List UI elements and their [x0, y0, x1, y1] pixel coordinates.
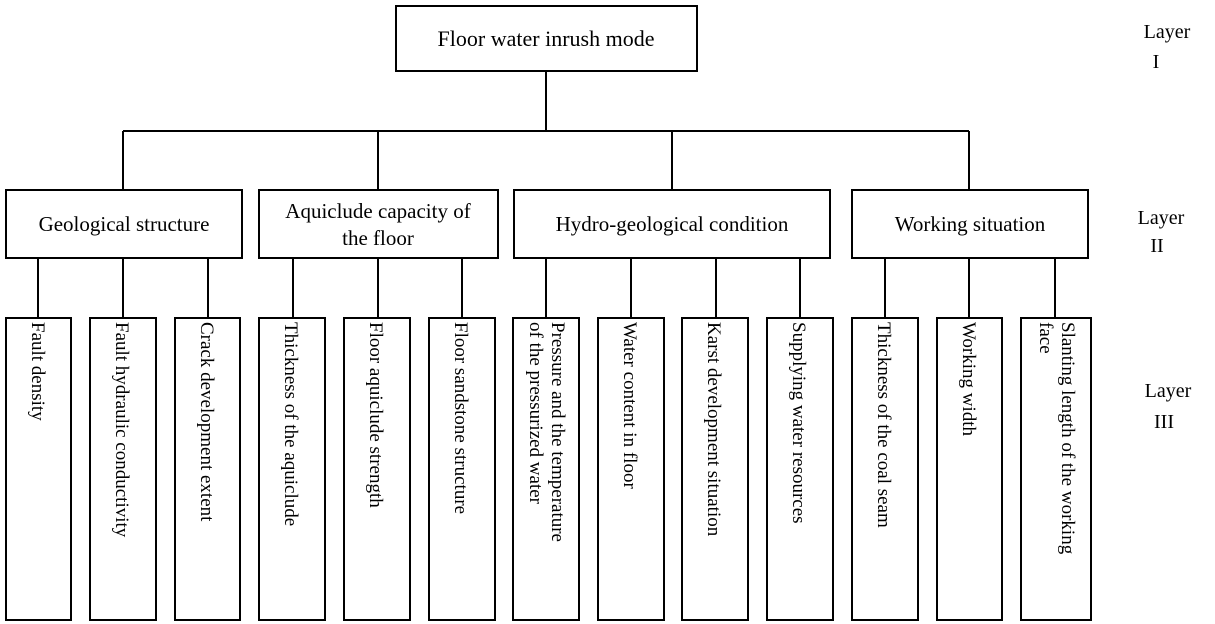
leaf-label: face — [1035, 322, 1056, 354]
leaf-box — [174, 317, 241, 621]
layer-label: Layer — [1144, 21, 1191, 43]
leaf-box — [428, 317, 496, 621]
layer-label: II — [1150, 235, 1163, 257]
leaf-nodes: Fault density Fault hydraulic conductivi… — [5, 317, 1092, 621]
layer-label: I — [1153, 51, 1160, 73]
category-box — [5, 189, 243, 259]
leaf-node: Supplying water resources — [766, 317, 834, 621]
leaf-box — [343, 317, 411, 621]
leaf-label: Supplying water resources — [788, 322, 809, 524]
leaf-label: Fault hydraulic conductivity — [111, 322, 132, 538]
leaf-node: Floor aquiclude strength — [343, 317, 411, 621]
leaf-box — [512, 317, 580, 621]
leaf-box — [5, 317, 72, 621]
category-box — [258, 189, 499, 259]
leaf-label: Fault density — [27, 322, 48, 421]
category-node: Working situation — [851, 189, 1089, 259]
leaf-box — [681, 317, 749, 621]
leaf-label: Thickness of the aquiclude — [280, 322, 301, 526]
leaf-label: Pressure and the temperature — [547, 322, 568, 542]
leaf-label: of the pressurized water — [525, 322, 546, 505]
leaf-node: Karst development situation — [681, 317, 749, 621]
root-label: Floor water inrush mode — [438, 26, 655, 51]
category-nodes: Geological structure Aquiclude capacity … — [5, 189, 1089, 259]
category-label: Working situation — [895, 212, 1046, 236]
leaf-label: Thickness of the coal seam — [873, 322, 894, 528]
leaf-label: Crack development extent — [196, 322, 217, 522]
leaf-box — [766, 317, 834, 621]
leaf-node: Working width — [936, 317, 1003, 621]
leaf-node: Thickness of the coal seam — [851, 317, 919, 621]
leaf-node: Fault density — [5, 317, 72, 621]
leaf-label: Floor aquiclude strength — [365, 322, 386, 508]
category-box — [851, 189, 1089, 259]
leaf-node: Fault hydraulic conductivity — [89, 317, 157, 621]
leaf-label: Slanting length of the working — [1057, 322, 1078, 555]
leaf-node: Slanting length of the working face — [1020, 317, 1092, 621]
leaf-label: Water content in floor — [619, 322, 640, 489]
category-node: Hydro-geological condition — [513, 189, 831, 259]
leaf-box — [597, 317, 665, 621]
leaf-label: Karst development situation — [703, 322, 724, 537]
connectors — [37, 71, 1056, 318]
leaf-node: Floor sandstone structure — [428, 317, 496, 621]
leaf-box — [258, 317, 326, 621]
leaf-box — [1020, 317, 1092, 621]
leaf-node: Thickness of the aquiclude — [258, 317, 326, 621]
root-node: Floor water inrush mode — [395, 5, 698, 72]
layer-label: Layer — [1138, 207, 1185, 229]
layer-labels: Layer I Layer II Layer III — [1138, 21, 1192, 433]
leaf-box — [851, 317, 919, 621]
category-node: Aquiclude capacity of the floor — [258, 189, 499, 259]
category-node: Geological structure — [5, 189, 243, 259]
leaf-box — [936, 317, 1003, 621]
leaf-label: Working width — [958, 322, 979, 437]
layer-label: III — [1154, 411, 1174, 433]
root-box — [395, 5, 698, 72]
layer-label: Layer — [1145, 380, 1192, 402]
category-label: Aquiclude capacity of — [285, 199, 470, 223]
leaf-box — [89, 317, 157, 621]
leaf-node: Pressure and the temperature of the pres… — [512, 317, 580, 621]
leaf-node: Crack development extent — [174, 317, 241, 621]
category-label: Hydro-geological condition — [556, 212, 789, 236]
category-label: the floor — [342, 226, 414, 250]
leaf-node: Water content in floor — [597, 317, 665, 621]
category-box — [513, 189, 831, 259]
category-label: Geological structure — [39, 212, 210, 236]
leaf-label: Floor sandstone structure — [450, 322, 471, 514]
